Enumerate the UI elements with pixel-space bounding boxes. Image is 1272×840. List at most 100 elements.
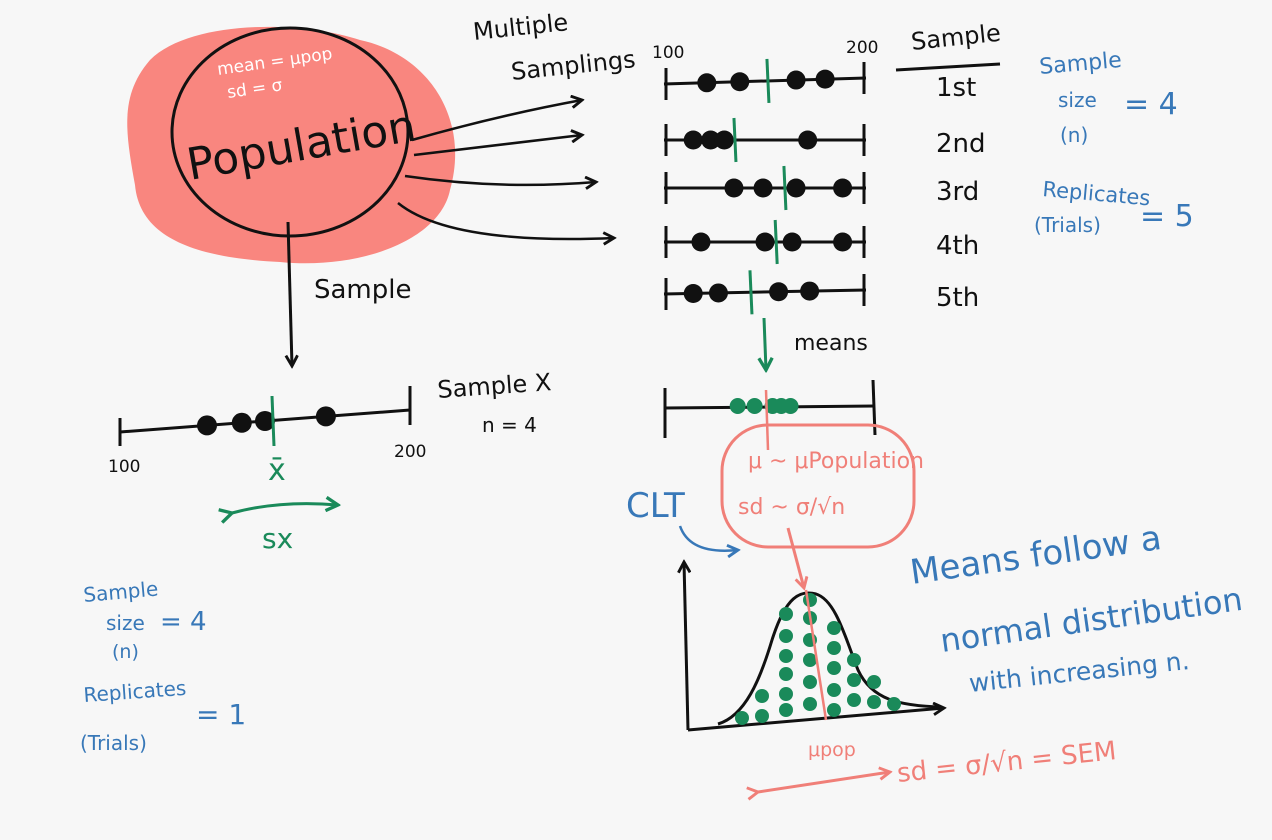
sampling-dot: [714, 130, 734, 150]
sample-arrow-label: Sample: [314, 275, 412, 305]
normal-x-axis: [687, 708, 944, 732]
samplings-axis-min: 100: [652, 43, 684, 63]
sampling-row-label: 3rd: [936, 177, 979, 207]
left-trials-label: (Trials): [80, 731, 147, 755]
sampling-dot: [697, 73, 717, 93]
sample-x-dots: [197, 406, 336, 436]
sampling-dot: [701, 130, 721, 150]
sampling-row: 1st: [663, 58, 976, 104]
left-sample-size-value: = 4: [160, 607, 207, 637]
clt-sd-line: sd ~ σ/√n: [738, 495, 845, 520]
sampling-dot: [755, 232, 775, 252]
means-center-mark: [764, 389, 770, 451]
clt-mu-line: μ ~ μPopulation: [748, 449, 924, 474]
right-replicates-label: Replicates: [1042, 177, 1152, 210]
sample-x-axis: [118, 386, 412, 447]
sampling-row: 3rd: [664, 165, 979, 211]
sampling-arrow-2: [413, 135, 582, 157]
sample-x-dot: [315, 406, 336, 427]
normal-dot: [867, 675, 881, 689]
sampling-dot: [833, 178, 853, 198]
sampling-row: 4th: [664, 219, 979, 265]
sampling-mean-mark: [748, 270, 754, 315]
population-circle: [170, 26, 410, 238]
population-group: mean = μpop sd = σ Population: [127, 26, 456, 264]
sampling-arrow-1: [411, 100, 582, 142]
normal-y-axis: [684, 562, 688, 731]
normal-curve: [717, 591, 943, 726]
normal-dot: [779, 687, 793, 701]
normal-plot: [684, 562, 944, 732]
sample-x-sd-symbol: sx: [262, 522, 293, 555]
sampling-row: 2nd: [664, 117, 986, 163]
normal-dot: [779, 607, 793, 621]
sampling-dot: [753, 178, 773, 198]
normal-dot: [827, 641, 841, 655]
normal-dot: [827, 703, 841, 717]
right-sample-size-label-1: Sample: [1038, 48, 1122, 80]
samplings-axis-max: 200: [846, 38, 878, 58]
normal-dot: [847, 693, 861, 707]
sampling-arrow-3: [404, 174, 596, 185]
means-down-arrow: [764, 317, 766, 370]
sample-x-dot: [231, 412, 252, 433]
normal-dot: [847, 653, 861, 667]
left-replicates-label: Replicates: [83, 676, 187, 707]
means-label: means: [794, 331, 868, 356]
sample-x-axis-max: 200: [394, 442, 426, 462]
sampling-dot: [683, 130, 703, 150]
sampling-dot: [724, 178, 744, 198]
sampling-row-label: 5th: [936, 283, 979, 313]
sampling-dot: [691, 232, 711, 252]
sampling-dot: [833, 232, 853, 252]
normal-dot: [779, 703, 793, 717]
normal-caption-3: with increasing n.: [968, 646, 1191, 698]
sampling-dot: [786, 70, 806, 90]
samplings-label: Samplings: [510, 45, 637, 86]
normal-dot: [847, 673, 861, 687]
sampling-rows: 1st 2nd 3rd 4th 5th: [663, 58, 986, 315]
sample-x-mean-symbol: x̄: [268, 453, 286, 488]
right-replicates-value: = 5: [1140, 199, 1194, 234]
normal-dot: [827, 661, 841, 675]
sample-x-n-label: n = 4: [482, 413, 537, 437]
sampling-dot: [800, 281, 820, 301]
sample-x-axis-min: 100: [108, 457, 140, 477]
normal-dot: [735, 711, 749, 725]
sample-x-title: Sample X: [436, 368, 552, 404]
sampling-row: 5th: [663, 270, 979, 315]
normal-dot: [803, 697, 817, 711]
normal-dot: [827, 683, 841, 697]
means-dots: [729, 398, 799, 414]
right-sample-size-value: = 4: [1124, 87, 1178, 122]
sampling-dot: [815, 69, 835, 89]
sample-x-dot: [197, 415, 217, 436]
clt-arrow: [678, 525, 738, 551]
left-sample-size-n: (n): [112, 641, 139, 663]
means-dot: [773, 398, 790, 414]
sampling-mean-mark: [765, 58, 771, 104]
sampling-dot: [782, 232, 802, 252]
normal-mu-line: [804, 589, 828, 721]
multiple-label: Multiple: [472, 8, 570, 46]
clt-box: μ ~ μPopulation sd ~ σ/√n: [720, 423, 924, 549]
sampling-dot: [786, 178, 806, 198]
sampling-row-line: [663, 76, 867, 86]
sampling-row-label: 2nd: [936, 129, 986, 159]
normal-dot: [803, 653, 817, 667]
means-dot: [746, 398, 763, 414]
normal-dot: [887, 697, 901, 711]
normal-dot: [779, 667, 793, 681]
sample-x-mean-mark: [270, 395, 276, 447]
normal-dot: [827, 621, 841, 635]
normal-dot: [779, 629, 793, 643]
normal-dot: [779, 649, 793, 663]
sem-label: sd = σ/√n = SEM: [896, 736, 1118, 789]
normal-caption-2: normal distribution: [938, 580, 1245, 660]
means-axis: [663, 379, 877, 451]
sampling-dot: [683, 283, 703, 303]
sampling-dot: [798, 130, 818, 150]
right-sample-size-n: (n): [1060, 123, 1088, 147]
left-sample-size-label-1: Sample: [82, 577, 159, 607]
